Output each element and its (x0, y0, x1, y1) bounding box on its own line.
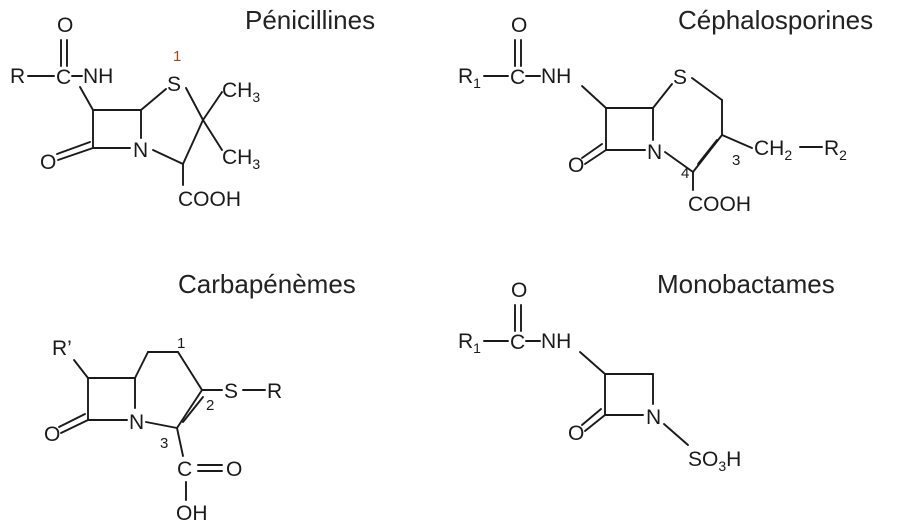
carba-c3-acid-bond (176, 427, 184, 457)
mono-lactam-co-a (584, 414, 606, 432)
pen-amide-nh: NH (83, 65, 113, 88)
ceph-carbon: C (510, 66, 525, 89)
mono-sulfonic-acid: SO3H (688, 448, 741, 474)
pen-lactam-co-a (57, 147, 94, 161)
carba-locant-2: 2 (206, 397, 214, 414)
mono-n-so3h-bond (663, 423, 689, 446)
mono-carbonyl-oxygen: O (511, 279, 527, 302)
carba-acid-oxygen: O (226, 458, 242, 481)
carba-lactam-oxygen: O (44, 423, 60, 446)
ceph-s-ch2-bond (691, 77, 723, 101)
penicillin-title: Pénicillines (245, 5, 375, 35)
pen-lactam-oxygen: O (40, 151, 56, 174)
ceph-locant-3: 3 (732, 152, 740, 169)
carba-c1-c2-bond (177, 351, 203, 391)
cephalosporin-title: Céphalosporines (678, 5, 873, 35)
ceph-r1-group: R1 (458, 65, 481, 91)
pen-r-group: R (10, 65, 25, 88)
pen-nh-ring-bond (79, 86, 94, 111)
pen-carboxyl: COOH (178, 188, 241, 211)
mono-nh-ring-bond (579, 351, 606, 375)
cephalosporin-structure: Céphalosporines O R1 C NH O N S 3 4 CH2 (458, 5, 873, 216)
pen-sulfur-locant: 1 (173, 48, 181, 65)
mono-amide-nh: NH (541, 330, 571, 353)
mono-ring-nitrogen: N (646, 406, 661, 429)
ceph-carbonyl-oxygen: O (511, 14, 527, 37)
ceph-n-c4-bond (664, 151, 694, 173)
carba-locant-3: 3 (160, 435, 168, 452)
carbapenem-structure: Carbapénèmes R’ O N 1 2 3 S R C O (44, 269, 356, 522)
pen-ch-s-bond (140, 88, 167, 111)
ceph-ch-s-bond (652, 83, 673, 109)
pen-cme2-ch-bond (182, 119, 204, 165)
ceph-locant-4: 4 (681, 165, 689, 182)
carba-n-c3-bond (145, 421, 178, 429)
pen-ch3-bottom-bond (202, 119, 223, 151)
monobactam-structure: Monobactames O R1 C NH O N SO3H (458, 269, 835, 474)
pen-ring-nitrogen: N (133, 139, 148, 162)
pen-n-ch-bond (152, 149, 184, 165)
carba-hydroxyl: OH (176, 502, 208, 522)
mono-lactam-oxygen: O (568, 422, 584, 445)
pen-carbon: C (56, 66, 71, 89)
carba-ring-nitrogen: N (129, 411, 144, 434)
pen-methyl-top: CH3 (222, 79, 260, 105)
carba-lactam-co-b (58, 413, 86, 428)
ceph-nh-ring-bond (581, 85, 607, 109)
mono-r1-group: R1 (458, 330, 481, 356)
carba-c3-c2-double (182, 396, 204, 423)
ceph-r2-group: R2 (824, 137, 847, 163)
mono-lactam-co-b (581, 408, 602, 426)
carba-c3-c2-bond (176, 389, 203, 429)
monobactam-title: Monobactames (657, 269, 835, 299)
carba-ch-c1-bond (134, 351, 149, 379)
ceph-c3-ch2-bond (721, 134, 753, 149)
carbapenem-title: Carbapénèmes (178, 269, 356, 299)
pen-sulfur: S (167, 73, 181, 96)
pen-s-cme2-bond (185, 87, 204, 121)
carba-sulfur: S (224, 380, 238, 403)
ceph-c4-c3-double (697, 139, 718, 165)
pen-methyl-bottom: CH3 (222, 146, 260, 172)
carba-r-group: R (267, 380, 282, 403)
ceph-amide-nh: NH (541, 65, 571, 88)
pen-lactam-co-b (56, 141, 91, 155)
ceph-sulfur: S (673, 66, 687, 89)
carba-rprime-bond (73, 359, 89, 379)
ceph-lactam-oxygen: O (568, 154, 584, 177)
pen-carbonyl-oxygen: O (57, 14, 73, 37)
carba-acid-carbon: C (177, 458, 192, 481)
carba-lactam-co-a (60, 419, 89, 434)
pen-ch3-top-bond (202, 91, 223, 121)
ceph-methylene: CH2 (754, 137, 792, 163)
carba-r-prime: R’ (52, 337, 72, 360)
ceph-lactam-co-a (584, 149, 607, 165)
ceph-carboxyl: COOH (688, 193, 751, 216)
ceph-lactam-co-b (581, 143, 603, 159)
mono-carbon: C (510, 331, 525, 354)
carba-locant-1: 1 (177, 335, 185, 352)
ceph-ring-nitrogen: N (647, 141, 662, 164)
penicillin-structure: Pénicillines O R C NH O N 1 S CH3 CH3 (10, 5, 375, 211)
